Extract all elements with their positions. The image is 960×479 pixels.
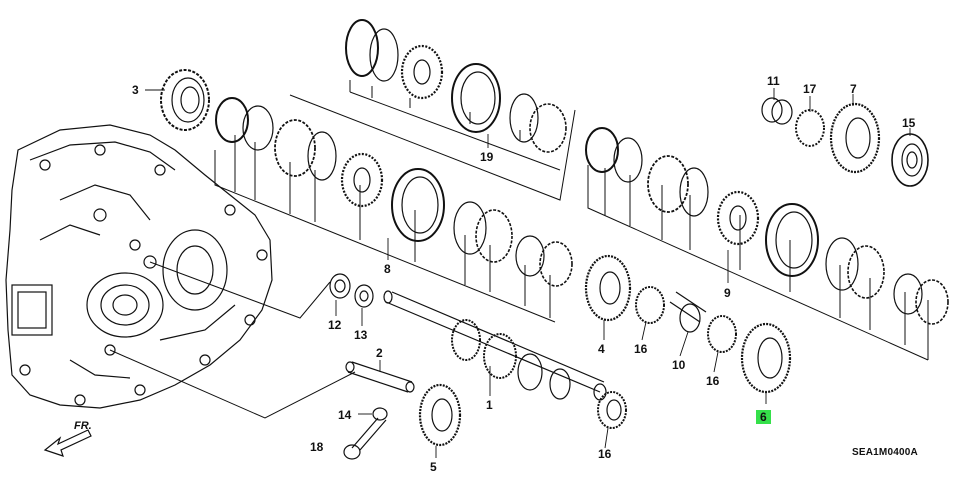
front-direction-label: FR.	[74, 420, 92, 432]
bracket-9	[587, 165, 929, 361]
countershaft-parts	[584, 254, 792, 394]
assembly-8-parts	[215, 97, 573, 287]
gear-5	[418, 383, 462, 447]
front-direction-arrow	[43, 429, 92, 457]
callout-14[interactable]: 14	[338, 408, 352, 422]
callout-3[interactable]: 3	[132, 83, 139, 97]
washers-12-13	[329, 273, 374, 308]
assembly-19-parts	[345, 19, 567, 153]
callout-7[interactable]: 7	[850, 82, 857, 96]
bolt-18	[343, 407, 388, 460]
callout-1[interactable]: 1	[486, 398, 493, 412]
callout-17[interactable]: 17	[803, 82, 817, 96]
callout-11[interactable]: 11	[767, 74, 780, 88]
callout-16-b[interactable]: 16	[634, 342, 648, 356]
bearing-16-lower	[597, 391, 627, 429]
gear-3	[160, 69, 210, 131]
bracket-8	[214, 135, 556, 323]
callout-2[interactable]: 2	[376, 346, 383, 360]
callout-6-highlighted[interactable]: 6	[756, 410, 771, 424]
callout-10[interactable]: 10	[672, 358, 686, 372]
callout-9[interactable]: 9	[724, 286, 731, 300]
callout-18[interactable]: 18	[310, 440, 324, 454]
callout-8[interactable]: 8	[384, 262, 391, 276]
parts-upper-right	[761, 97, 929, 187]
callout-12[interactable]: 12	[328, 318, 342, 332]
callout-19[interactable]: 19	[480, 150, 494, 164]
callout-4[interactable]: 4	[598, 342, 605, 356]
callout-16-c[interactable]: 16	[706, 374, 720, 388]
assembly-9-parts	[585, 127, 949, 325]
callout-5[interactable]: 5	[430, 460, 437, 474]
callout-16-a[interactable]: 16	[598, 447, 612, 461]
transmission-housing	[5, 124, 273, 409]
pin-2	[345, 361, 415, 393]
callout-13[interactable]: 13	[354, 328, 368, 342]
callout-leaders	[145, 88, 911, 458]
callout-15[interactable]: 15	[902, 116, 916, 130]
housing-leaders	[109, 261, 356, 419]
mainshaft-1	[383, 290, 607, 401]
bracket-19	[289, 80, 576, 201]
diagram-code: SEA1M0400A	[852, 447, 918, 458]
